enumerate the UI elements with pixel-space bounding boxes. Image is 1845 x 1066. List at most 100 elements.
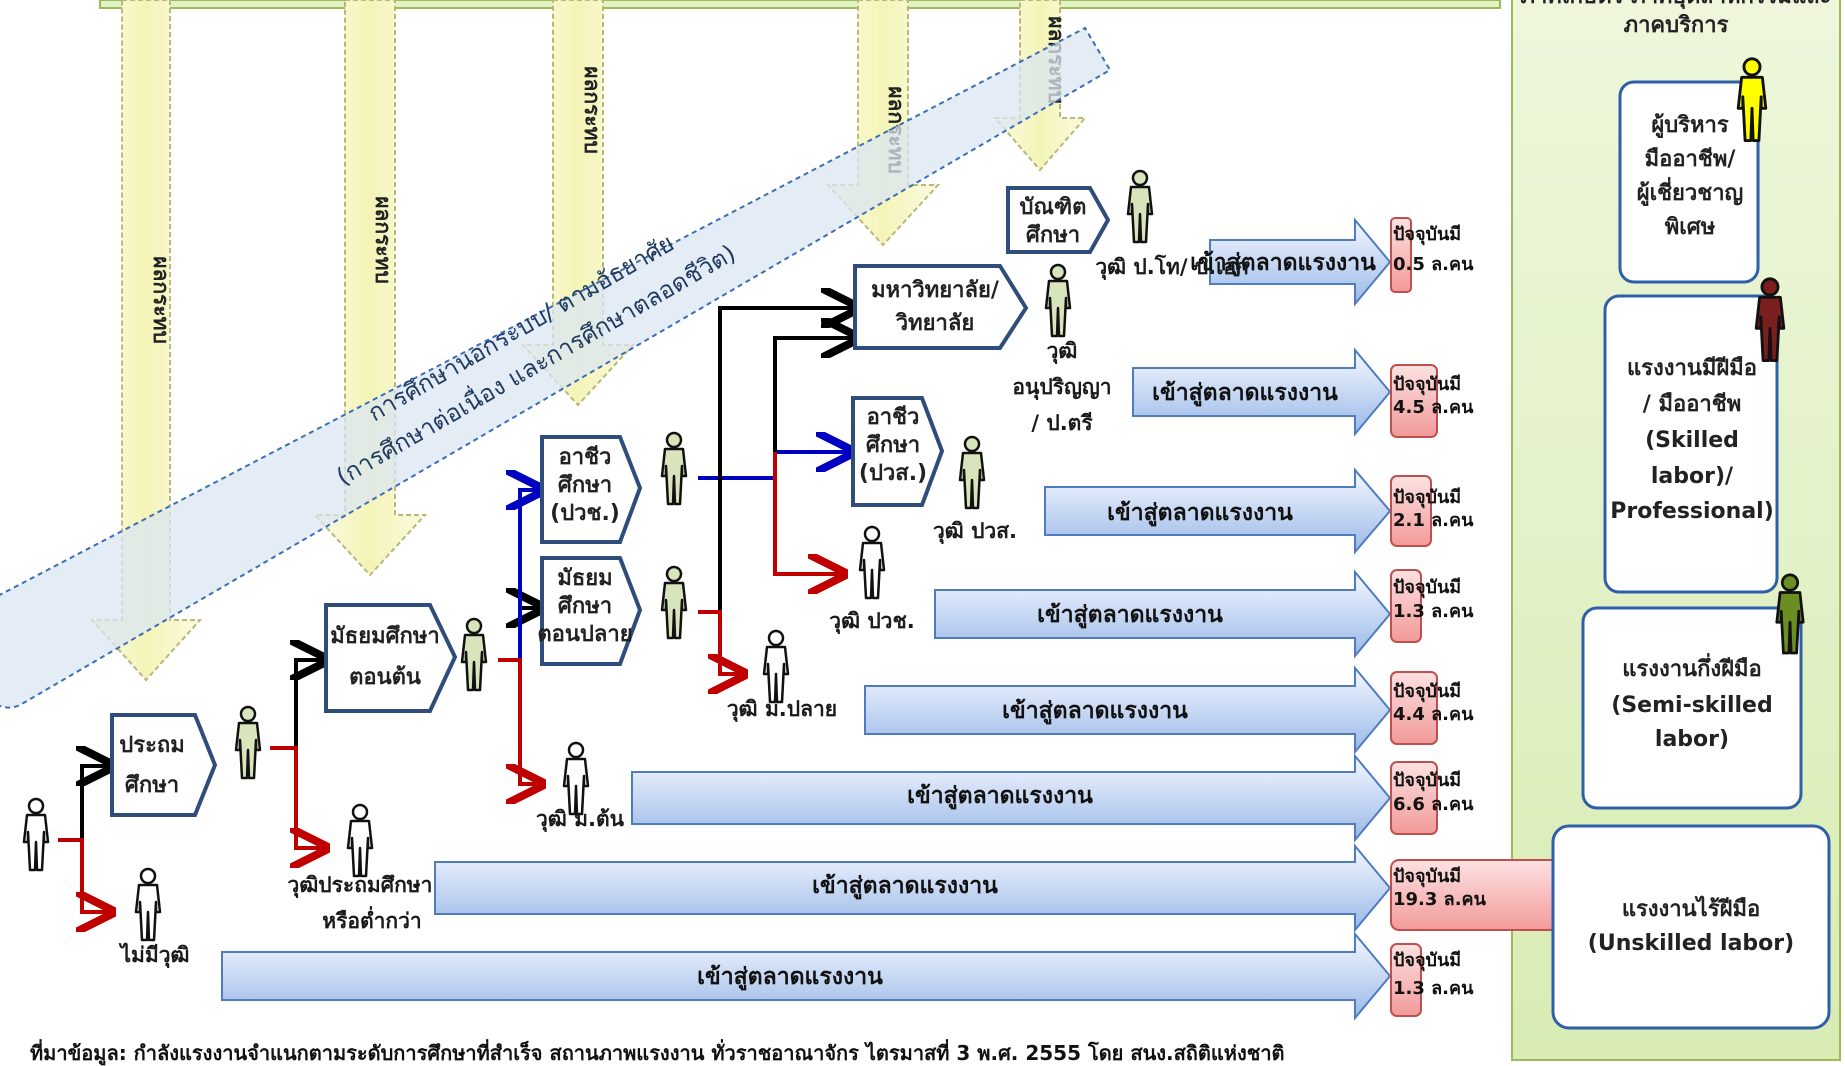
count-amount-voc-cert: 1.3 ล.คน bbox=[1393, 601, 1474, 622]
connector-voccert-qual bbox=[773, 452, 840, 574]
person-start-icon bbox=[22, 797, 50, 872]
level-vocational-diploma: อาชีว ศึกษา (ปวส.) bbox=[851, 396, 945, 507]
level-upper-secondary-line3: ตอนปลาย bbox=[537, 622, 632, 647]
count-box-lower-secondary: ปัจจุบันมี 6.6 ล.คน bbox=[1390, 761, 1474, 835]
category-unskilled-line1: แรงงานไร้ฝีมือ bbox=[1622, 895, 1760, 922]
qual-voc-cert: วุฒิ ปวช. bbox=[829, 609, 914, 635]
market-label-voc-cert: เข้าสู่ตลาดแรงงาน bbox=[1037, 602, 1223, 629]
connector-upper-qual bbox=[698, 610, 740, 674]
qual-master-doctor: วุฒิ ป.โท/ ป.เอก bbox=[1095, 254, 1248, 281]
count-amount-lower-secondary: 6.6 ล.คน bbox=[1393, 794, 1474, 815]
qual-primary-line2: หรือต่ำกว่า bbox=[322, 905, 421, 933]
impact-label-2: ผลกระทบ bbox=[371, 196, 395, 284]
level-lower-secondary-line2: ตอนต้น bbox=[349, 665, 421, 690]
person-after-voccert-icon bbox=[660, 431, 688, 506]
qual-voc-diploma: วุฒิ ปวส. bbox=[933, 519, 1017, 545]
qualification-labels: ไม่มีวุฒิ วุฒิประถมศึกษา หรือต่ำกว่า วุฒ… bbox=[118, 254, 1248, 969]
count-box-primary: ปัจจุบันมี 19.3 ล.คน bbox=[1390, 859, 1577, 931]
category-skilled: แรงงานมีฝีมือ / มืออาชีพ (Skilled labor)… bbox=[1603, 294, 1779, 594]
top-banner bbox=[99, 0, 1501, 9]
education-levels: ประถม ศึกษา มัธยมศึกษา ตอนต้น อาชีว ศึกษ… bbox=[110, 186, 1111, 817]
qual-bachelor-line3: / ป.ตรี bbox=[1031, 411, 1093, 435]
market-arrow-none: เข้าสู่ตลาดแรงงาน bbox=[221, 931, 1392, 1021]
count-prefix-upper-secondary: ปัจจุบันมี bbox=[1393, 681, 1461, 703]
level-lower-secondary: มัธยมศึกษา ตอนต้น bbox=[324, 603, 458, 713]
category-unskilled-line2: (Unskilled labor) bbox=[1588, 931, 1794, 956]
level-university: มหาวิทยาลัย/ วิทยาลัย bbox=[853, 264, 1029, 350]
count-amount-primary: 19.3 ล.คน bbox=[1393, 889, 1487, 910]
connector-start-primary bbox=[58, 766, 108, 842]
count-amount-voc-diploma: 2.1 ล.คน bbox=[1393, 510, 1474, 531]
impact-arrow-2: ผลกระทบ bbox=[312, 0, 428, 577]
labor-categories: ผู้บริหาร มืออาชีพ/ ผู้เชี่ยวชาญ พิเศษ แ… bbox=[1551, 57, 1831, 1030]
person-primary-qual-icon bbox=[346, 803, 374, 878]
market-arrow-primary: เข้าสู่ตลาดแรงงาน bbox=[434, 843, 1392, 933]
level-lower-secondary-line1: มัธยมศึกษา bbox=[330, 624, 439, 649]
connector-lower-voc bbox=[498, 490, 538, 662]
level-graduate-line1: บัณฑิต bbox=[1020, 195, 1087, 220]
count-prefix-none: ปัจจุบันมี bbox=[1393, 950, 1461, 972]
connector-lower-qual bbox=[498, 658, 538, 784]
category-executive-line1: ผู้บริหาร bbox=[1651, 113, 1729, 139]
market-label-voc-diploma: เข้าสู่ตลาดแรงงาน bbox=[1107, 500, 1293, 527]
person-none-icon bbox=[134, 867, 162, 942]
market-arrow-bachelor: เข้าสู่ตลาดแรงงาน bbox=[1132, 347, 1392, 437]
level-vocational-cert-line2: ศึกษา bbox=[558, 473, 612, 498]
qual-none: ไม่มีวุฒิ bbox=[118, 942, 189, 969]
level-vocational-diploma-line3: (ปวส.) bbox=[859, 461, 927, 486]
count-prefix-voc-diploma: ปัจจุบันมี bbox=[1393, 487, 1461, 509]
count-prefix-grad: ปัจจุบันมี bbox=[1393, 224, 1461, 246]
person-lower-qual-icon bbox=[562, 741, 590, 816]
impact-label-1: ผลกระทบ bbox=[149, 256, 173, 344]
count-amount-upper-secondary: 4.4 ล.คน bbox=[1393, 704, 1474, 725]
market-arrows: เข้าสู่ตลาดแรงงาน เข้าสู่ตลาดแรงงาน เข้า… bbox=[221, 217, 1392, 1021]
person-vocdiploma-qual-icon bbox=[958, 435, 986, 510]
category-skilled-line2: / มืออาชีพ bbox=[1643, 392, 1741, 417]
count-box-upper-secondary: ปัจจุบันมี 4.4 ล.คน bbox=[1390, 671, 1474, 745]
count-amount-bachelor: 4.5 ล.คน bbox=[1393, 397, 1474, 418]
market-arrow-upper-secondary: เข้าสู่ตลาดแรงงาน bbox=[864, 665, 1392, 755]
qual-bachelor-line1: วุฒิ bbox=[1047, 339, 1078, 365]
qual-upper-secondary: วุฒิ ม.ปลาย bbox=[727, 697, 837, 723]
category-skilled-line5: Professional) bbox=[1610, 499, 1774, 524]
impact-arrows: ผลกระทบ ผลกระทบ ผลกระทบ ผลกระทบ ผลกระทบ bbox=[89, 0, 1088, 682]
market-label-bachelor: เข้าสู่ตลาดแรงงาน bbox=[1152, 380, 1338, 407]
source-note: ที่มาข้อมูล: กำลังแรงงานจำแนกตามระดับการ… bbox=[30, 1038, 1285, 1066]
person-after-upper-icon bbox=[660, 565, 688, 640]
category-executive-line3: ผู้เชี่ยวชาญ bbox=[1637, 176, 1744, 207]
level-graduate: บัณฑิต ศึกษา bbox=[1006, 186, 1111, 254]
category-semi-skilled-line1: แรงงานกึ่งฝีมือ bbox=[1622, 652, 1762, 682]
count-prefix-bachelor: ปัจจุบันมี bbox=[1393, 374, 1461, 396]
level-upper-secondary-line2: ศึกษา bbox=[558, 594, 612, 619]
level-vocational-cert: อาชีว ศึกษา (ปวช.) bbox=[540, 435, 643, 544]
count-box-voc-diploma: ปัจจุบันมี 2.1 ล.คน bbox=[1390, 475, 1474, 547]
qual-primary-line1: วุฒิประถมศึกษา bbox=[288, 873, 433, 899]
category-skilled-line4: labor)/ bbox=[1651, 464, 1734, 489]
level-vocational-diploma-line1: อาชีว bbox=[867, 405, 920, 430]
count-prefix-voc-cert: ปัจจุบันมี bbox=[1393, 577, 1461, 599]
category-executive: ผู้บริหาร มืออาชีพ/ ผู้เชี่ยวชาญ พิเศษ bbox=[1618, 80, 1760, 284]
count-amount-grad: 0.5 ล.คน bbox=[1393, 254, 1474, 275]
impact-label-3: ผลกระทบ bbox=[580, 66, 604, 154]
person-grad-qual-icon bbox=[1126, 169, 1154, 244]
level-vocational-cert-line1: อาชีว bbox=[559, 445, 612, 470]
category-semi-skilled: แรงงานกึ่งฝีมือ (Semi-skilled labor) bbox=[1581, 606, 1803, 810]
count-prefix-primary: ปัจจุบันมี bbox=[1393, 866, 1461, 888]
count-boxes: ปัจจุบันมี 0.5 ล.คน ปัจจุบันมี 4.5 ล.คน … bbox=[1390, 217, 1577, 1017]
category-skilled-line3: (Skilled bbox=[1645, 428, 1739, 453]
side-panel-header-line1: ภาคเกษตร ภาคอุตสาหกรรมและ bbox=[1521, 0, 1832, 10]
market-label-primary: เข้าสู่ตลาดแรงงาน bbox=[812, 873, 998, 900]
person-after-primary-icon bbox=[234, 705, 262, 780]
market-arrow-voc-diploma: เข้าสู่ตลาดแรงงาน bbox=[1044, 467, 1392, 555]
level-university-line1: มหาวิทยาลัย/ bbox=[871, 278, 1000, 303]
level-primary-line1: ประถม bbox=[119, 733, 184, 758]
market-arrow-grad: เข้าสู่ตลาดแรงงาน bbox=[1190, 217, 1392, 307]
category-executive-line2: มืออาชีพ/ bbox=[1645, 147, 1737, 172]
count-box-voc-cert: ปัจจุบันมี 1.3 ล.คน bbox=[1390, 569, 1474, 643]
market-arrow-voc-cert: เข้าสู่ตลาดแรงงาน bbox=[934, 569, 1392, 659]
connector-upper-university-2 bbox=[773, 338, 853, 452]
qual-bachelor-line2: อนุปริญญา bbox=[1012, 375, 1111, 401]
level-vocational-cert-line3: (ปวช.) bbox=[550, 501, 620, 526]
category-executive-line4: พิเศษ bbox=[1665, 215, 1716, 240]
